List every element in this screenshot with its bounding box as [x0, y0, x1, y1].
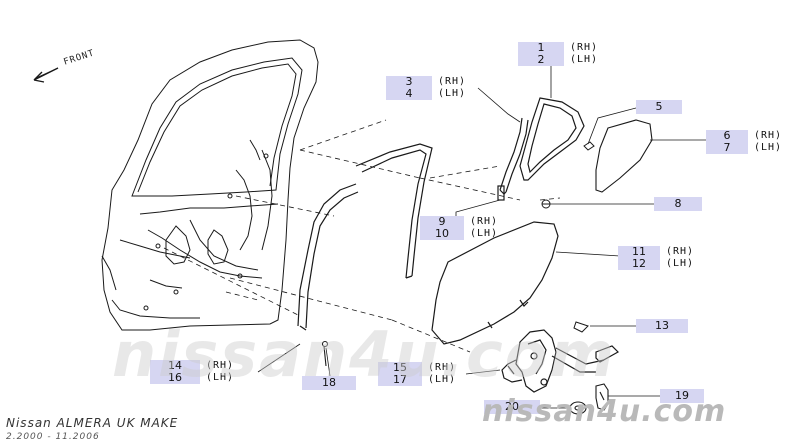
side-lh: (LH) — [570, 54, 599, 65]
bolt-13-shape — [573, 321, 636, 333]
clip-18-shape — [321, 340, 329, 367]
callout-1-2: 1 2 (RH) (LH) — [518, 42, 598, 66]
projection-lines — [163, 119, 561, 353]
side-lh: (LH) — [428, 374, 457, 385]
side-labels: (RH) (LH) — [570, 42, 598, 66]
side-rh: (RH) — [666, 246, 695, 257]
part-number-box[interactable]: 18 — [302, 376, 356, 390]
callout-5: 5 — [636, 100, 682, 114]
model-title: Nissan ALMERA UK MAKE — [6, 416, 179, 430]
callout-19: 19 — [660, 389, 704, 403]
front-arrow-icon — [33, 67, 59, 83]
clip-8-shape — [541, 199, 551, 209]
side-rh: (RH) — [438, 76, 467, 87]
side-labels: (RH) (LH) — [206, 360, 234, 384]
sash-moulding-shape — [355, 143, 433, 279]
side-lh: (LH) — [754, 142, 783, 153]
part-number-18: 18 — [322, 376, 336, 389]
part-number-7: 7 — [723, 141, 731, 154]
door-frame-shape — [101, 39, 319, 331]
production-dates: 2.2000 - 11.2006 — [6, 432, 100, 442]
part-number-9: 9 — [438, 215, 446, 228]
part-number-19: 19 — [675, 389, 689, 402]
part-number-box[interactable]: 1 2 — [518, 42, 564, 66]
run-channel-shape — [297, 183, 359, 331]
part-number-13: 13 — [655, 319, 669, 332]
door-glass-shape — [431, 221, 559, 345]
callout-11-12: 11 12 (RH) (LH) — [618, 246, 694, 270]
callout-13: 13 — [636, 319, 688, 333]
callout-20: 20 — [484, 400, 540, 414]
callout-6-7: 6 7 (RH) (LH) — [706, 130, 782, 154]
side-labels: (RH) (LH) — [666, 246, 694, 270]
side-labels: (RH) (LH) — [438, 76, 466, 100]
part-number-box[interactable]: 3 4 — [386, 76, 432, 100]
part-number-box[interactable]: 14 16 — [150, 360, 200, 384]
part-number-4: 4 — [405, 87, 413, 100]
side-labels: (RH) (LH) — [470, 216, 498, 240]
part-number-box[interactable]: 19 — [660, 389, 704, 403]
glass-run-shape — [497, 117, 529, 201]
part-number-20: 20 — [505, 400, 519, 413]
callout-9-10: 9 10 (RH) (LH) — [420, 216, 498, 240]
part-number-box[interactable]: 6 7 — [706, 130, 748, 154]
callout-18: 18 — [302, 376, 356, 390]
part-number-5: 5 — [655, 100, 663, 113]
part-number-box[interactable]: 5 — [636, 100, 682, 114]
handle-19-shape — [595, 383, 609, 411]
quarter-glass-shape — [595, 119, 653, 193]
part-number-box[interactable]: 15 17 — [378, 362, 422, 386]
callout-8: 8 — [654, 197, 702, 211]
callout-3-4: 3 4 (RH) (LH) — [386, 76, 466, 100]
part-number-box[interactable]: 13 — [636, 319, 688, 333]
part-number-8: 8 — [674, 197, 682, 210]
part-number-12: 12 — [632, 257, 646, 270]
side-lh: (LH) — [666, 258, 695, 269]
side-rh: (RH) — [206, 360, 235, 371]
callout-14-16: 14 16 (RH) (LH) — [150, 360, 234, 384]
part-number-box[interactable]: 8 — [654, 197, 702, 211]
part-number-box[interactable]: 9 10 — [420, 216, 464, 240]
leader-lines — [257, 66, 708, 409]
part-number-14: 14 — [168, 359, 182, 372]
part-number-6: 6 — [723, 129, 731, 142]
part-number-10: 10 — [435, 227, 449, 240]
watermark-small: nissan4u.com — [482, 394, 727, 429]
watermark-large: nissan4u.com — [112, 318, 616, 391]
side-lh: (LH) — [438, 88, 467, 99]
part-number-16: 16 — [168, 371, 182, 384]
part-number-box[interactable]: 11 12 — [618, 246, 660, 270]
side-labels: (RH) (LH) — [754, 130, 782, 154]
part-number-3: 3 — [405, 75, 413, 88]
side-rh: (RH) — [754, 130, 783, 141]
corner-sash-shape — [519, 97, 585, 181]
part-number-17: 17 — [393, 373, 407, 386]
callout-15-17: 15 17 (RH) (LH) — [378, 362, 456, 386]
part-number-box[interactable]: 20 — [484, 400, 540, 414]
side-rh: (RH) — [470, 216, 499, 227]
part-number-11: 11 — [632, 245, 646, 258]
side-lh: (LH) — [470, 228, 499, 239]
part-number-2: 2 — [537, 53, 545, 66]
screw-5-shape — [583, 141, 595, 151]
part-number-15: 15 — [393, 361, 407, 374]
side-rh: (RH) — [570, 42, 599, 53]
part-number-1: 1 — [537, 41, 545, 54]
side-labels: (RH) (LH) — [428, 362, 456, 386]
side-lh: (LH) — [206, 372, 235, 383]
regulator-shape — [501, 329, 619, 393]
side-rh: (RH) — [428, 362, 457, 373]
